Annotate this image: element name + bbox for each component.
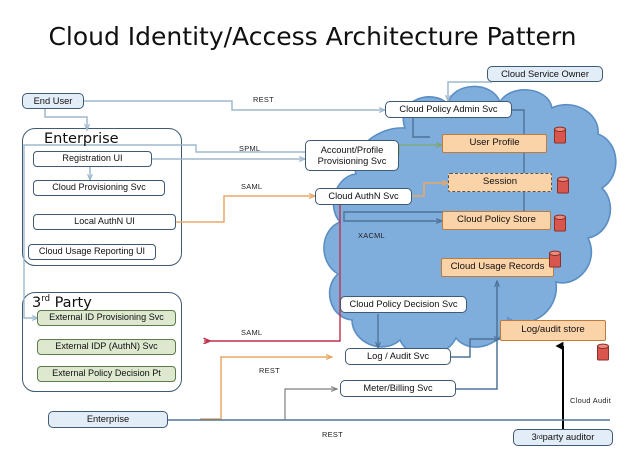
third-party-title-pre: 3 [32,294,42,311]
auditor-label-pre: 3 [531,432,537,443]
edge-label-xacml: XACML [358,231,385,240]
edge-label-rest-top: REST [253,95,274,104]
cloud-service-cloud-policy-decision-svc[interactable]: Cloud Policy Decision Svc [340,296,467,313]
data-store-log-audit-store[interactable]: Log/audit store [500,320,606,341]
cloud-service-cloud-authn-svc[interactable]: Cloud AuthN Svc [315,188,412,205]
data-store-session[interactable]: Session [448,173,552,192]
actor-enterprise-bottom[interactable]: Enterprise [48,411,168,428]
edge-label-saml-bottom: SAML [241,328,263,337]
cloud-service-log-audit-svc[interactable]: Log / Audit Svc [345,348,451,365]
data-store-user-profile[interactable]: User Profile [442,134,547,153]
data-store-cloud-usage-records[interactable]: Cloud Usage Records [441,258,554,277]
database-cylinder-icon [557,176,569,194]
edge-label-cloud-audit: Cloud Audit [570,396,612,405]
enterprise-item-cloud-usage-reporting-ui[interactable]: Cloud Usage Reporting UI [28,244,156,260]
cloud-service-policy-admin-svc[interactable]: Cloud Policy Admin Svc [385,101,512,118]
edge-label-spml: SPML [239,144,261,153]
cloud-service-meter-billing-svc[interactable]: Meter/Billing Svc [340,380,456,397]
database-cylinder-icon [554,214,566,232]
database-cylinder-icon [554,126,566,144]
data-store-cloud-policy-store[interactable]: Cloud Policy Store [442,211,551,230]
account-profile-line1: Account/Profile [320,145,384,156]
auditor-label-sup: rd [536,433,543,441]
database-cylinder-icon [597,343,609,361]
group-third-party-title: 3rd Party [32,294,92,311]
third-party-title-post: Party [49,294,92,311]
enterprise-item-registration-ui[interactable]: Registration UI [33,151,152,167]
cloud-service-account-profile-provisioning-svc[interactable]: Account/Profile Provisioning Svc [305,140,399,171]
auditor-label-post: party auditor [542,432,595,443]
page-title: Cloud Identity/Access Architecture Patte… [48,22,577,51]
group-enterprise-title: Enterprise [44,131,119,147]
enterprise-item-local-authn-ui[interactable]: Local AuthN UI [33,214,176,230]
actor-end-user[interactable]: End User [22,93,84,109]
third-party-item-external-idp-authn-svc[interactable]: External IDP (AuthN) Svc [37,339,176,355]
actor-cloud-service-owner[interactable]: Cloud Service Owner [487,66,603,82]
account-profile-line2: Provisioning Svc [317,155,387,166]
third-party-title-sup: rd [41,294,50,304]
edge-label-rest-bottom: REST [322,430,343,439]
enterprise-item-cloud-provisioning-svc[interactable]: Cloud Provisioning Svc [33,180,165,196]
edge-label-rest-mid: REST [259,366,280,375]
third-party-item-external-policy-decision-pt[interactable]: External Policy Decision Pt [37,366,176,382]
database-cylinder-icon [549,250,561,268]
third-party-item-external-id-provisioning-svc[interactable]: External ID Provisioning Svc [37,310,176,326]
edge-label-saml-top: SAML [241,182,263,191]
